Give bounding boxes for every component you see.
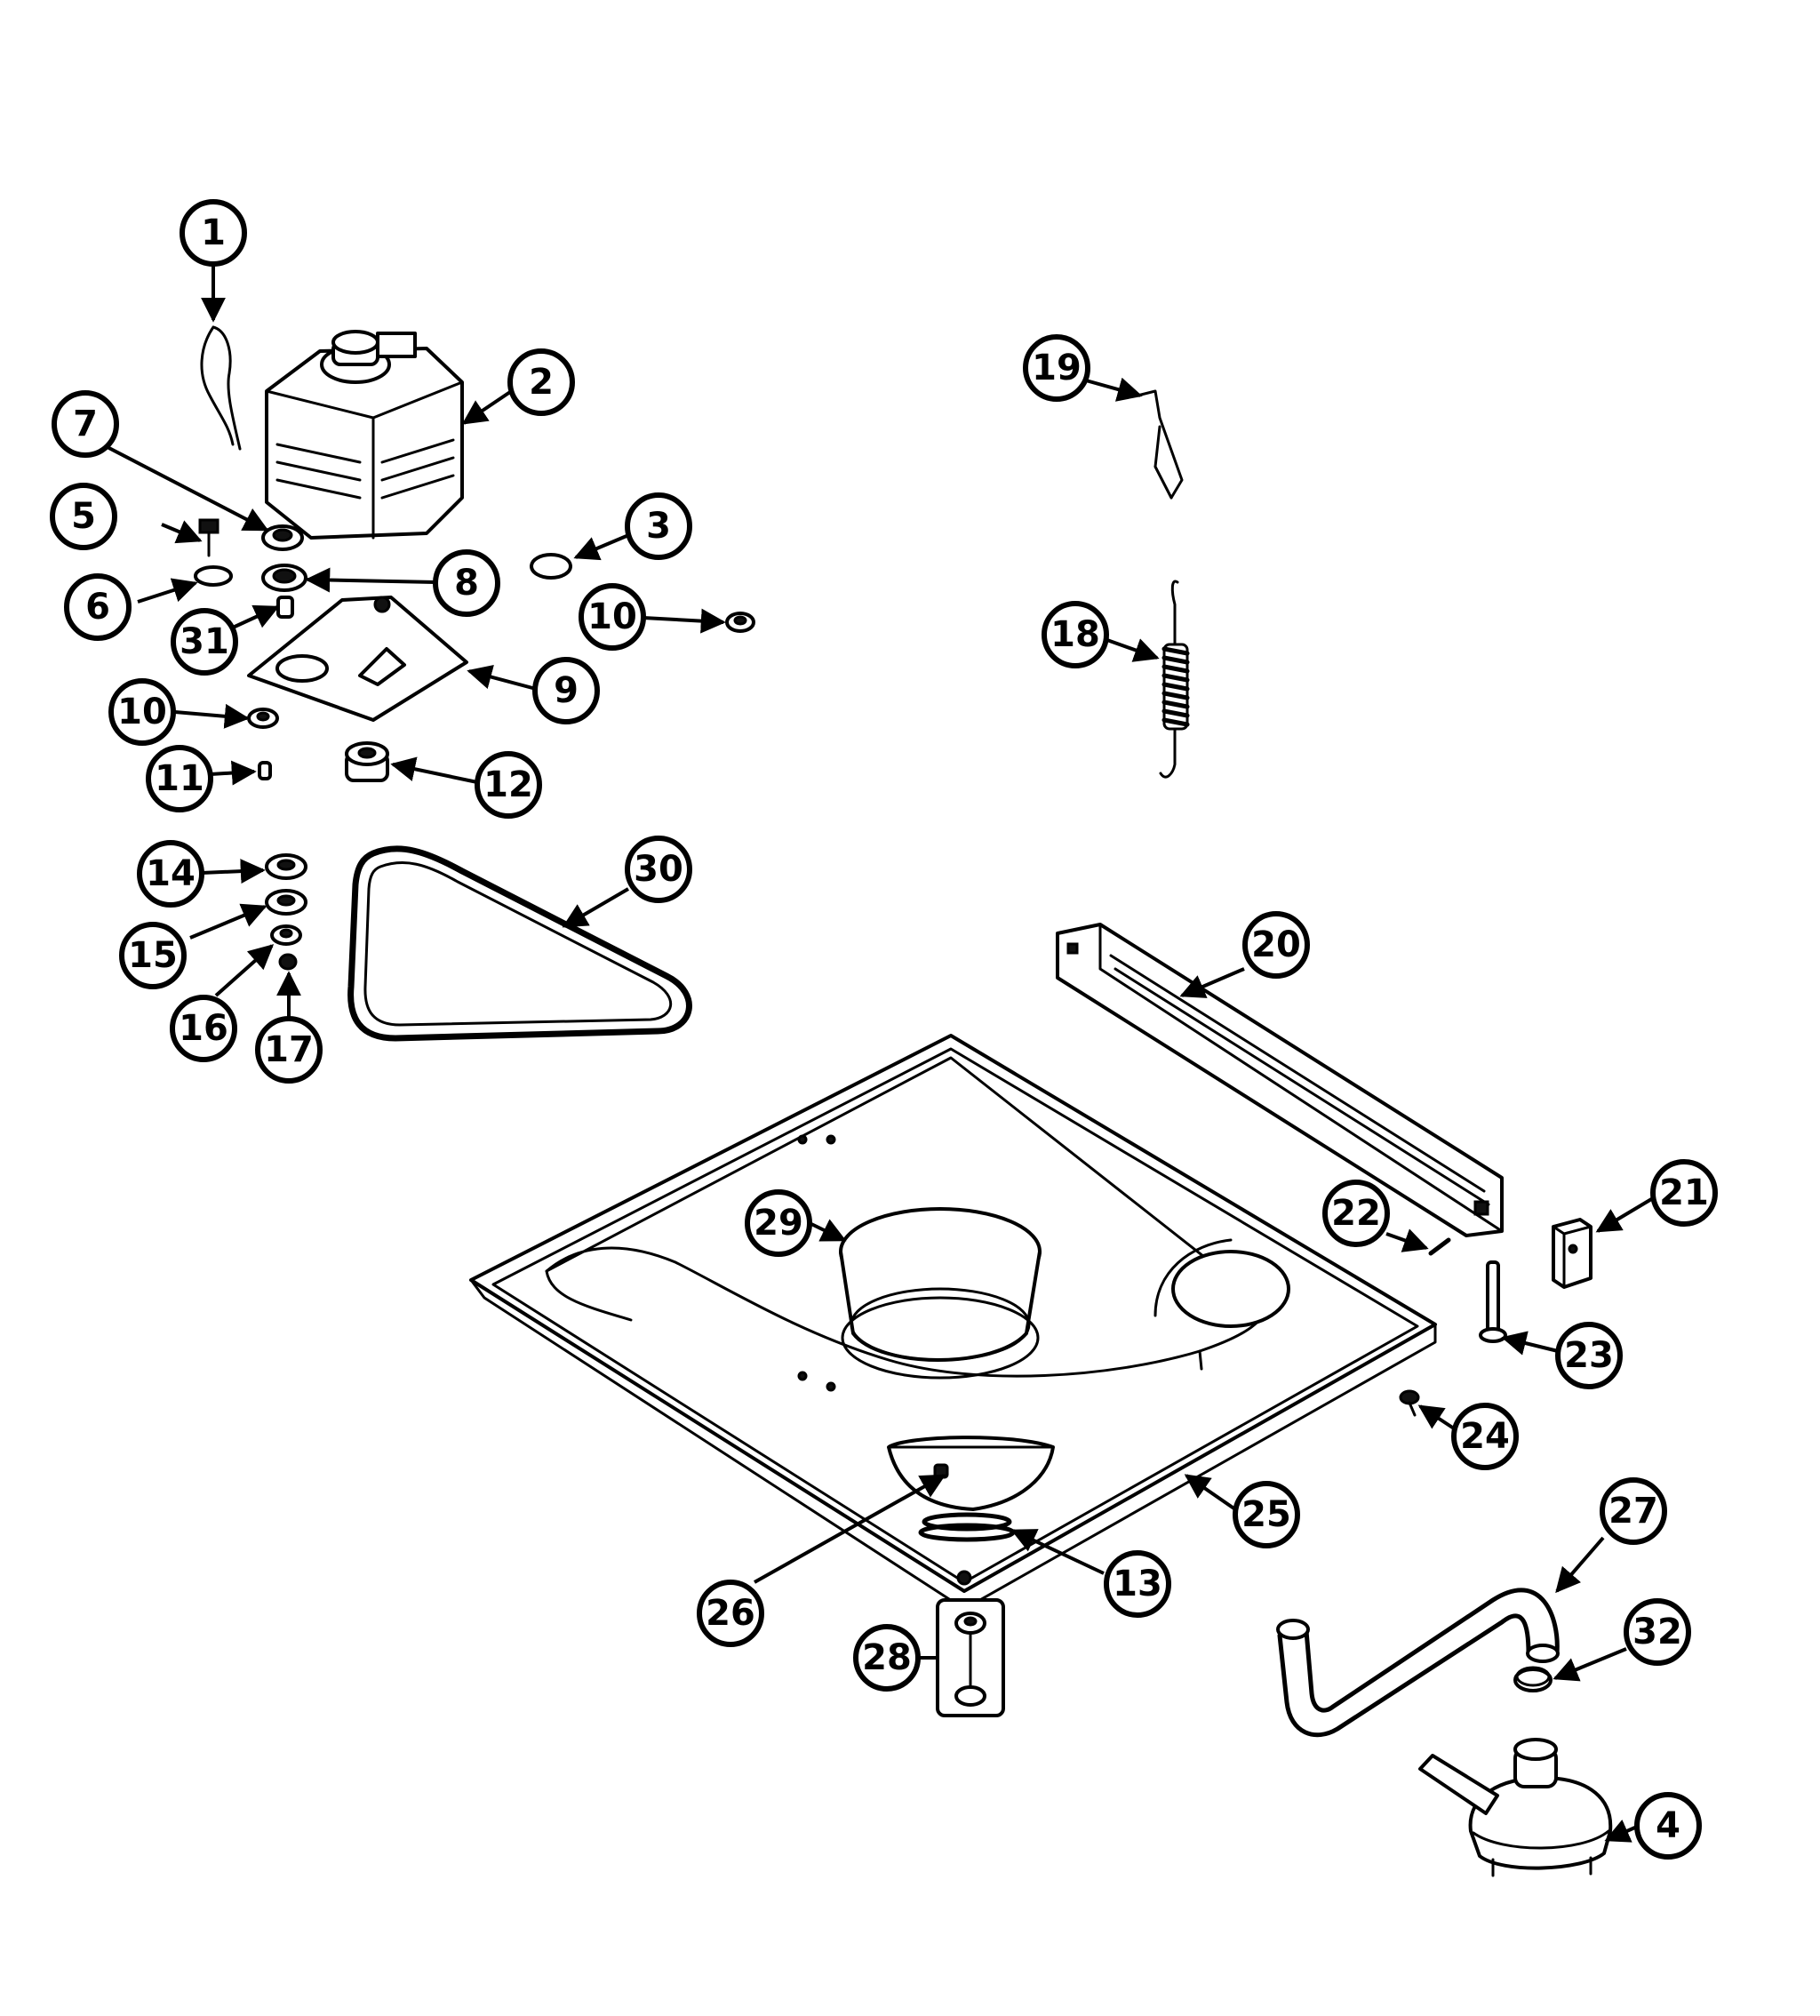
callout-15-label: 15 [128, 935, 178, 976]
callout-22: 22 [1322, 1180, 1390, 1247]
callout-32-label: 32 [1632, 1612, 1682, 1652]
callout-29: 29 [745, 1189, 812, 1257]
callout-6-label: 6 [85, 587, 110, 628]
spacer-part [276, 596, 294, 619]
hose-clamp-part [1513, 1666, 1553, 1692]
callout-14: 14 [137, 840, 204, 908]
bracket-bar-part [1056, 923, 1504, 1237]
callout-18-label: 18 [1050, 614, 1100, 655]
callout-30-label: 30 [634, 849, 683, 890]
callout-19: 19 [1023, 334, 1090, 402]
callout-4-label: 4 [1656, 1805, 1680, 1846]
nut-part-right [725, 612, 755, 633]
callout-2: 2 [507, 348, 575, 416]
small-pin-part [1428, 1237, 1451, 1256]
callout-18: 18 [1042, 601, 1109, 668]
callout-9: 9 [532, 657, 600, 724]
callout-3: 3 [625, 492, 692, 560]
callout-5: 5 [50, 483, 117, 550]
long-pin-part [1479, 1260, 1507, 1343]
washer-part [194, 565, 233, 587]
callout-28: 28 [853, 1624, 921, 1692]
callout-31-label: 31 [180, 621, 229, 662]
callout-1-label: 1 [201, 212, 226, 253]
callout-10-left-label: 10 [117, 692, 167, 732]
callout-5-label: 5 [71, 496, 96, 537]
callout-4: 4 [1634, 1792, 1702, 1860]
callout-21-label: 21 [1659, 1172, 1709, 1213]
cap-part [530, 553, 572, 580]
callout-11-label: 11 [155, 758, 204, 799]
washer-stack-part [265, 853, 307, 971]
callout-24: 24 [1451, 1403, 1519, 1470]
callout-25: 25 [1233, 1481, 1300, 1548]
callout-17: 17 [255, 1016, 323, 1084]
callout-12: 12 [475, 751, 542, 819]
callout-23-label: 23 [1564, 1335, 1614, 1376]
callout-22-label: 22 [1331, 1193, 1381, 1234]
small-bracket-part [1552, 1218, 1592, 1289]
callout-31: 31 [171, 608, 238, 676]
bolt-part [198, 518, 220, 557]
callout-10-right-label: 10 [587, 596, 637, 637]
nut-part-left [247, 708, 279, 729]
spring-part [1159, 580, 1190, 779]
callout-7: 7 [52, 390, 119, 458]
callout-10-right: 10 [579, 583, 646, 651]
callout-25-label: 25 [1241, 1494, 1291, 1535]
callout-8-label: 8 [454, 563, 479, 604]
drain-hose-part [1276, 1588, 1560, 1738]
leader-lines [101, 264, 1655, 1843]
callout-32: 32 [1624, 1598, 1691, 1666]
callout-23: 23 [1555, 1322, 1623, 1389]
base-hole-part [1153, 1238, 1290, 1328]
pump-part [1418, 1738, 1613, 1877]
callout-2-label: 2 [529, 362, 554, 403]
callout-13-label: 13 [1113, 1564, 1162, 1604]
callout-19-label: 19 [1032, 348, 1082, 388]
callout-26: 26 [697, 1580, 764, 1647]
grommet-part [261, 524, 304, 551]
callout-1: 1 [180, 199, 247, 267]
callout-17-label: 17 [264, 1029, 314, 1070]
drive-belt-part [347, 845, 692, 1042]
callout-16: 16 [170, 995, 237, 1062]
callout-14-label: 14 [146, 853, 196, 894]
callout-10-left: 10 [108, 678, 176, 746]
callout-28-label: 28 [862, 1637, 912, 1678]
mount-plate-part [247, 596, 468, 722]
callout-3-label: 3 [646, 506, 671, 547]
callout-8: 8 [433, 549, 500, 617]
tub-ring-part [839, 1207, 1042, 1380]
callout-11: 11 [146, 745, 213, 812]
callout-29-label: 29 [754, 1203, 803, 1244]
drive-motor-part [265, 330, 464, 540]
callout-16-label: 16 [179, 1008, 228, 1049]
callout-13: 13 [1104, 1550, 1171, 1618]
hook-part [1136, 389, 1184, 500]
ring-part [261, 564, 307, 592]
callout-7-label: 7 [73, 404, 98, 444]
callout-6: 6 [64, 573, 132, 641]
callout-9-label: 9 [554, 670, 579, 711]
callout-12-label: 12 [483, 764, 533, 805]
callout-21: 21 [1650, 1159, 1718, 1227]
callout-30: 30 [625, 836, 692, 903]
screw-part [1399, 1389, 1420, 1417]
callout-26-label: 26 [706, 1593, 755, 1634]
callout-15: 15 [119, 922, 187, 989]
callout-27-label: 27 [1608, 1491, 1658, 1532]
pin-part [258, 761, 272, 780]
bushing-part [345, 741, 389, 782]
callout-20-label: 20 [1251, 924, 1301, 965]
wire-clip-part [200, 325, 242, 451]
callout-20: 20 [1242, 911, 1310, 979]
callout-24-label: 24 [1460, 1416, 1510, 1457]
callout-27: 27 [1600, 1477, 1667, 1545]
bolt-assembly-part [936, 1598, 1005, 1717]
